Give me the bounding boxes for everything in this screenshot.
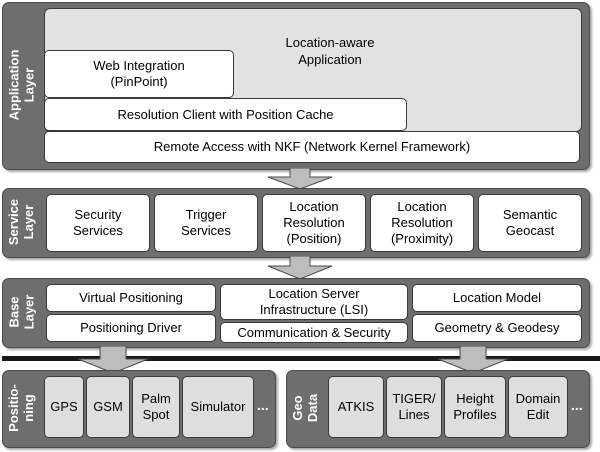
separator-bar — [2, 356, 600, 361]
arrow-base-to-positioning — [77, 346, 149, 374]
service-layer-label: Service Layer — [6, 198, 37, 246]
location-server-infrastructure-box: Location Server Infrastructure (LSI) — [220, 284, 408, 320]
palm-spot-box: Palm Spot — [132, 376, 180, 438]
height-profiles-box: Height Profiles — [444, 376, 506, 438]
arrow-service-to-base — [267, 256, 333, 280]
location-model-box: Location Model — [412, 284, 582, 312]
semantic-geocast-box: Semantic Geocast — [478, 194, 582, 252]
communication-security-box: Communication & Security — [220, 322, 408, 343]
positioning-layer-label: Positio- ning — [6, 384, 37, 432]
location-aware-application-label: Location-aware Application — [285, 35, 375, 67]
location-resolution-position-box: Location Resolution (Position) — [262, 194, 366, 252]
arrow-app-to-service — [267, 168, 333, 190]
security-services-box: Security Services — [46, 194, 150, 252]
application-layer-label: Application Layer — [6, 49, 36, 121]
resolution-client-box: Resolution Client with Position Cache — [44, 98, 407, 131]
geometry-geodesy-box: Geometry & Geodesy — [412, 314, 582, 342]
virtual-positioning-box: Virtual Positioning — [46, 284, 216, 312]
gps-box: GPS — [44, 376, 84, 438]
positioning-ellipsis: ... — [257, 397, 269, 413]
gsm-box: GSM — [86, 376, 130, 438]
simulator-box: Simulator — [182, 376, 254, 438]
base-layer-label: Base Layer — [5, 294, 36, 330]
location-resolution-proximity-box: Location Resolution (Proximity) — [370, 194, 474, 252]
trigger-services-box: Trigger Services — [154, 194, 258, 252]
domain-edit-box: Domain Edit — [508, 376, 568, 438]
tiger-lines-box: TIGER/ Lines — [386, 376, 442, 438]
atkis-box: ATKIS — [328, 376, 384, 438]
geo-data-ellipsis: ... — [571, 397, 583, 413]
web-integration-box: Web Integration (PinPoint) — [44, 50, 234, 98]
arrow-base-to-geodata — [437, 346, 509, 374]
positioning-driver-box: Positioning Driver — [46, 314, 216, 342]
remote-access-box: Remote Access with NKF (Network Kernel F… — [44, 131, 580, 163]
geo-data-layer-label: Geo Data — [290, 393, 320, 423]
